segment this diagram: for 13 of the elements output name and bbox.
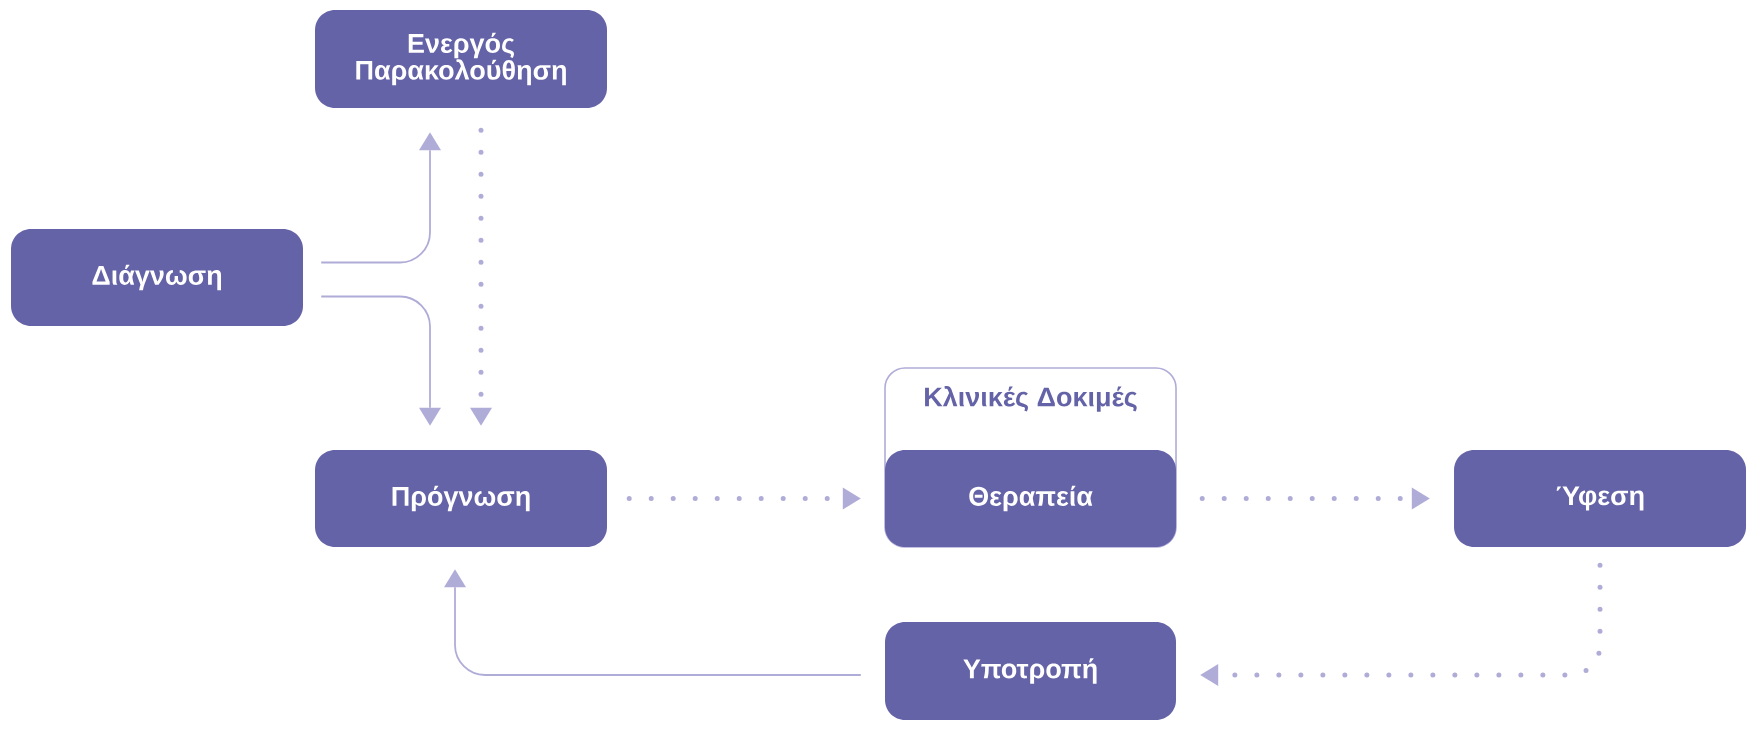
arrow <box>320 132 441 264</box>
arrow <box>1200 562 1603 686</box>
process-box: Διάγνωση <box>11 229 303 326</box>
process-box: Υποτροπή <box>885 622 1176 720</box>
arrow <box>320 295 441 426</box>
process-box: Ύφεση <box>1454 450 1746 547</box>
process-box: Ενεργός Παρακολούθηση <box>315 10 607 108</box>
arrow <box>470 127 492 426</box>
process-box: Πρόγνωση <box>315 450 607 547</box>
process-box: Θεραπεία <box>885 450 1176 547</box>
arrow <box>444 569 862 676</box>
arrow <box>626 487 861 510</box>
arrow <box>1199 487 1430 510</box>
